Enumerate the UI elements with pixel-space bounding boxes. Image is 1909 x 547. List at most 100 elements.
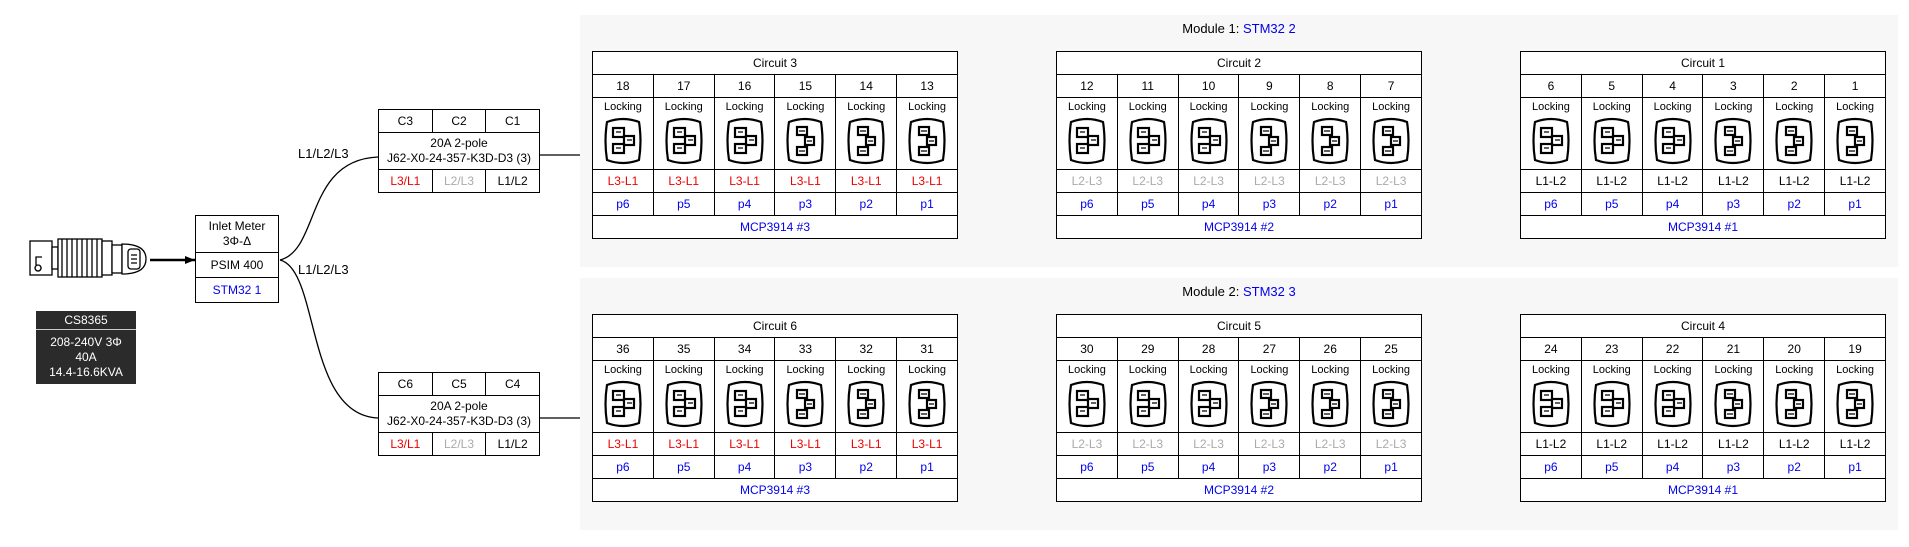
breaker-1: C3 C2 C1 20A 2-pole J62-X0-24-357-K3D-D3… <box>378 109 540 193</box>
breaker-2: C6 C5 C4 20A 2-pole J62-X0-24-357-K3D-D3… <box>378 372 540 456</box>
outlet-pin-link[interactable]: p2 <box>1299 455 1362 479</box>
outlet-lock-label: Locking <box>1520 360 1582 379</box>
outlet-pin-link[interactable]: p2 <box>835 455 898 479</box>
outlet-phase: L1-L2 <box>1763 169 1826 193</box>
outlet-pin-link[interactable]: p3 <box>1702 455 1765 479</box>
outlet-pin-link[interactable]: p2 <box>835 192 898 216</box>
outlet-number: 33 <box>774 337 837 361</box>
outlet-pin-link[interactable]: p1 <box>896 455 958 479</box>
c19-outlet-icon <box>713 116 776 170</box>
outlet-number: 19 <box>1824 337 1886 361</box>
outlet-pin-link[interactable]: p5 <box>1580 455 1643 479</box>
meter-mcu-link[interactable]: STM32 1 <box>195 277 279 303</box>
outlet-pin-link[interactable]: p5 <box>1580 192 1643 216</box>
outlet-pin-link[interactable]: p2 <box>1763 192 1826 216</box>
outlet-number: 12 <box>1056 74 1118 98</box>
outlet-lock-label: Locking <box>1299 360 1362 379</box>
outlet-phase: L2-L3 <box>1238 169 1301 193</box>
c13-outlet-icon <box>1824 116 1886 170</box>
outlet-pin-link[interactable]: p5 <box>652 455 715 479</box>
breaker-rating: 20A 2-pole <box>430 399 488 413</box>
adc-link[interactable]: MCP3914 #2 <box>1056 478 1422 502</box>
adc-link[interactable]: MCP3914 #3 <box>592 478 958 502</box>
c13-outlet-icon <box>1702 379 1765 433</box>
c13-outlet-icon <box>1299 379 1362 433</box>
outlet-pin-link[interactable]: p5 <box>652 192 715 216</box>
outlet-pin-link[interactable]: p2 <box>1763 455 1826 479</box>
outlet-phase: L3-L1 <box>774 169 837 193</box>
outlet-pin-link[interactable]: p6 <box>592 192 654 216</box>
outlet-lock-label: Locking <box>1702 360 1765 379</box>
outlet-pin-link[interactable]: p4 <box>1177 455 1240 479</box>
meter-model: PSIM 400 <box>195 252 279 278</box>
outlet-lock-label: Locking <box>1520 97 1582 116</box>
meter-to-breaker-lower-wire <box>279 259 379 419</box>
outlet-phase: L2-L3 <box>1238 432 1301 456</box>
outlet-pin-link[interactable]: p6 <box>1520 192 1582 216</box>
breaker-desc: 20A 2-pole J62-X0-24-357-K3D-D3 (3) <box>378 395 540 433</box>
outlet-pin-link[interactable]: p1 <box>1824 192 1886 216</box>
outlet-pin-link[interactable]: p6 <box>1520 455 1582 479</box>
outlet-pin-link[interactable]: p4 <box>1641 455 1704 479</box>
outlet-pin-link[interactable]: p1 <box>1824 455 1886 479</box>
outlet-pin-link[interactable]: p2 <box>1299 192 1362 216</box>
outlet-lock-label: Locking <box>592 97 654 116</box>
outlet-lock-label: Locking <box>1641 97 1704 116</box>
outlet-number: 15 <box>774 74 837 98</box>
circuit-title: Circuit 4 <box>1520 314 1886 338</box>
outlet-phase: L2-L3 <box>1360 432 1422 456</box>
outlet-lock-label: Locking <box>1116 97 1179 116</box>
outlet-phase: L3-L1 <box>774 432 837 456</box>
outlet-pin-link[interactable]: p3 <box>1238 192 1301 216</box>
outlet-pin-link[interactable]: p6 <box>592 455 654 479</box>
c19-outlet-icon <box>1056 116 1118 170</box>
adc-link[interactable]: MCP3914 #1 <box>1520 215 1886 239</box>
outlet-pin-link[interactable]: p5 <box>1116 455 1179 479</box>
outlet-pin-link[interactable]: p3 <box>774 192 837 216</box>
adc-link[interactable]: MCP3914 #3 <box>592 215 958 239</box>
outlet-pin-link[interactable]: p4 <box>1641 192 1704 216</box>
outlet-pin-link[interactable]: p6 <box>1056 455 1118 479</box>
outlet-pin-link[interactable]: p4 <box>713 192 776 216</box>
circuit-title: Circuit 5 <box>1056 314 1422 338</box>
outlet-number: 4 <box>1641 74 1704 98</box>
outlet-phase: L1-L2 <box>1520 169 1582 193</box>
outlet-number: 29 <box>1116 337 1179 361</box>
wire-label-lower: L1/L2/L3 <box>298 262 349 277</box>
spec-voltage: 208-240V 3Φ <box>50 335 122 349</box>
outlet-lock-label: Locking <box>774 360 837 379</box>
outlet-number: 8 <box>1299 74 1362 98</box>
outlet-pin-link[interactable]: p6 <box>1056 192 1118 216</box>
outlet-pin-link[interactable]: p5 <box>1116 192 1179 216</box>
outlet-pin-link[interactable]: p4 <box>713 455 776 479</box>
c19-outlet-icon <box>652 116 715 170</box>
outlet-number: 2 <box>1763 74 1826 98</box>
adc-link[interactable]: MCP3914 #2 <box>1056 215 1422 239</box>
outlet-pin-link[interactable]: p4 <box>1177 192 1240 216</box>
outlet-phase: L3-L1 <box>835 432 898 456</box>
module-2-mcu-link[interactable]: STM32 3 <box>1242 284 1296 299</box>
outlet-lock-label: Locking <box>835 97 898 116</box>
c19-outlet-icon <box>1520 379 1582 433</box>
outlet-pin-link[interactable]: p1 <box>896 192 958 216</box>
outlet-lock-label: Locking <box>652 360 715 379</box>
c13-outlet-icon <box>896 116 958 170</box>
c19-outlet-icon <box>1056 379 1118 433</box>
outlet-phase: L1-L2 <box>1641 432 1704 456</box>
adc-link[interactable]: MCP3914 #1 <box>1520 478 1886 502</box>
c19-outlet-icon <box>713 379 776 433</box>
outlet-number: 9 <box>1238 74 1301 98</box>
c13-outlet-icon <box>1763 379 1826 433</box>
outlet-pin-link[interactable]: p1 <box>1360 455 1422 479</box>
module-1-mcu-link[interactable]: STM32 2 <box>1242 21 1296 36</box>
outlet-pin-link[interactable]: p3 <box>1238 455 1301 479</box>
power-inlet-plug-icon <box>28 235 150 285</box>
outlet-pin-link[interactable]: p3 <box>774 455 837 479</box>
outlet-pin-link[interactable]: p1 <box>1360 192 1422 216</box>
module-1-title: Module 1: STM32 2 <box>580 21 1898 36</box>
outlet-pin-link[interactable]: p3 <box>1702 192 1765 216</box>
outlet-number: 10 <box>1177 74 1240 98</box>
meter-title-line1: Inlet Meter <box>208 219 266 233</box>
outlet-lock-label: Locking <box>1360 360 1422 379</box>
